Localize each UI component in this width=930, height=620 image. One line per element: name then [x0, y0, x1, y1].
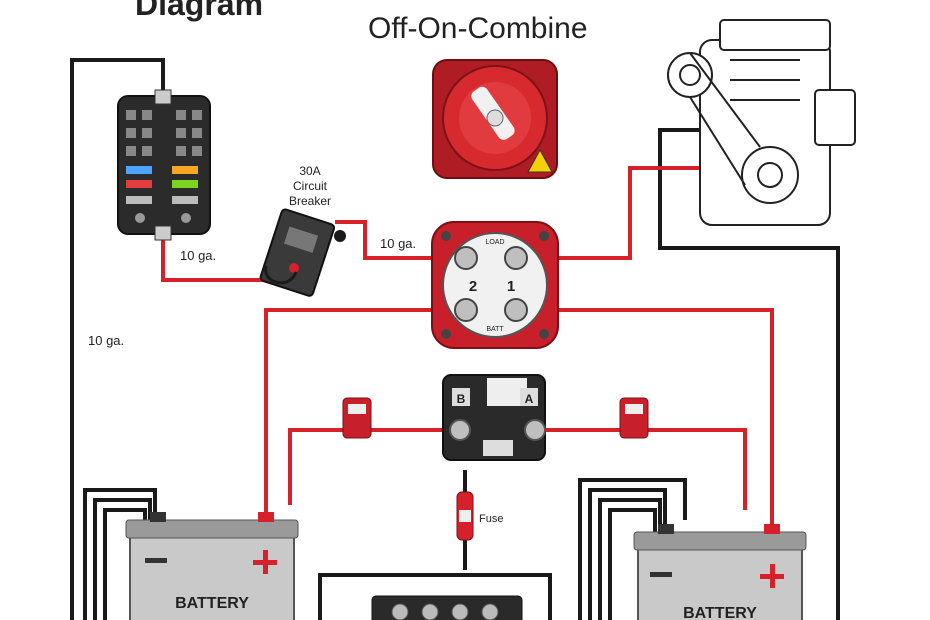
busbar-ground-wire — [318, 573, 552, 620]
switch1-to-battery-right-wire — [516, 308, 774, 525]
wire-gauge-breaker-label: 10 ga. — [180, 248, 216, 263]
acr-a-label: A — [525, 392, 534, 406]
diagram-title-fragment: Diagram — [135, 0, 264, 22]
engine-ground-wire — [658, 128, 840, 620]
ground-line-fuse — [456, 491, 474, 541]
ground-busbar — [371, 595, 523, 620]
negative-wires — [70, 58, 840, 620]
acr-a-to-battery-right-wire — [535, 428, 747, 510]
battery-right-label: BATTERY — [683, 605, 757, 620]
acr-b-to-battery-left-wire — [288, 428, 460, 505]
positive-wires — [161, 166, 774, 525]
battery-right-ground-3 — [608, 508, 657, 620]
fuse-block-feed-wire — [161, 238, 290, 282]
switch-title: Off-On-Combine — [368, 12, 588, 45]
breaker-label-line1: 30A — [299, 164, 320, 178]
selector-switch — [432, 59, 558, 179]
battery-right-ground-1 — [588, 488, 667, 620]
breaker-label-line2: Circuit — [293, 179, 328, 193]
battery-right-ground-2 — [598, 498, 662, 620]
inline-fuse-left — [342, 397, 372, 439]
fuse-label: Fuse — [479, 513, 503, 525]
inline-fuse-right — [619, 397, 649, 439]
battery-switch — [431, 221, 559, 349]
battery-left-label: BATTERY — [175, 595, 249, 612]
breaker-label-line3: Breaker — [289, 194, 331, 208]
fuse-block — [117, 89, 211, 241]
switch-to-engine-wire — [516, 166, 700, 260]
battery-left-body — [125, 512, 299, 620]
breaker-to-switch-wire — [335, 220, 466, 260]
engine-alternator — [667, 19, 856, 226]
switch-load-label: LOAD — [485, 239, 504, 246]
switch-batt-label: BATT — [486, 326, 504, 333]
wire-gauge-left-label: 10 ga. — [88, 333, 124, 348]
switch-terminal-posts — [454, 246, 528, 322]
switch2-to-battery-left-wire — [264, 308, 466, 520]
battery-right-ground-4 — [578, 478, 687, 620]
switch-terminal-2-label: 2 — [469, 278, 477, 295]
battery-right-body — [633, 524, 807, 620]
battery-left-ground-1 — [83, 488, 157, 620]
wire-gauge-switch-label: 10 ga. — [380, 236, 416, 251]
charging-relay — [442, 374, 546, 461]
acr-b-label: B — [457, 392, 466, 406]
circuit-breaker — [259, 208, 346, 297]
switch-terminal-1-label: 1 — [507, 278, 515, 295]
ground-wire-left — [70, 58, 165, 620]
